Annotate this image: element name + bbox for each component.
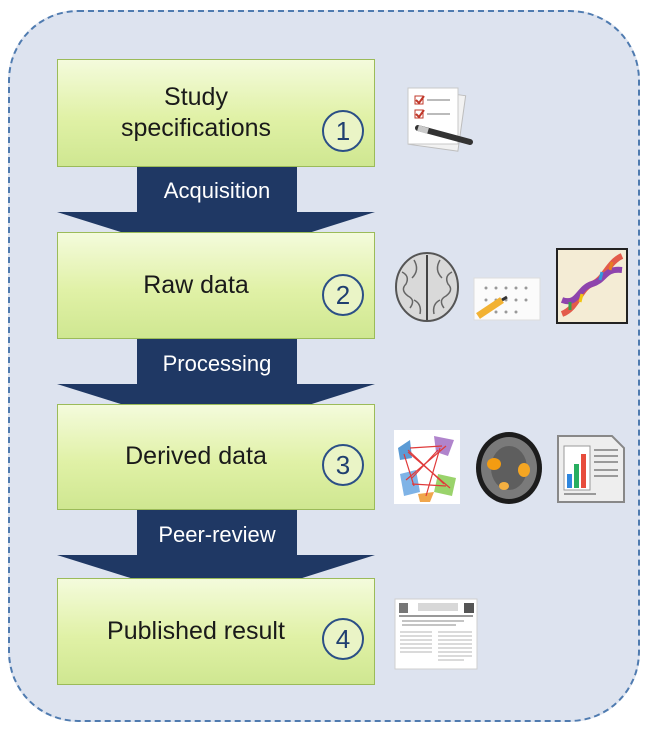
stage-published-result: Published result [57, 578, 375, 685]
stage-2-label: Raw data [143, 270, 249, 299]
stage-1-number: 1 [322, 110, 364, 152]
stage-2-number: 2 [322, 274, 364, 316]
bar-chart-document-icon [557, 435, 625, 503]
stage-1-label-line2: specifications [120, 114, 272, 142]
stage-raw-data: Raw data [57, 232, 375, 339]
peer-review-label: Peer-review [158, 522, 276, 547]
journal-article-icon [394, 598, 478, 670]
fmri-activation-icon [476, 432, 542, 504]
processing-label: Processing [162, 351, 272, 376]
dna-helix-icon [556, 248, 628, 324]
stage-study-specifications: Study specifications [57, 59, 375, 167]
acquisition-label: Acquisition [163, 178, 271, 203]
connectivity-graph-icon [394, 430, 460, 504]
stage-3-label: Derived data [125, 442, 267, 471]
stage-3-number: 3 [322, 444, 364, 486]
stage-1-label-line1: Study [164, 82, 228, 111]
stage-4-label: Published result [107, 616, 285, 645]
stage-derived-data: Derived data [57, 404, 375, 510]
brain-scan-icon [395, 252, 459, 322]
checklist-pen-icon [407, 87, 473, 152]
questionnaire-pencil-icon [473, 277, 541, 321]
stage-4-number: 4 [322, 618, 364, 660]
